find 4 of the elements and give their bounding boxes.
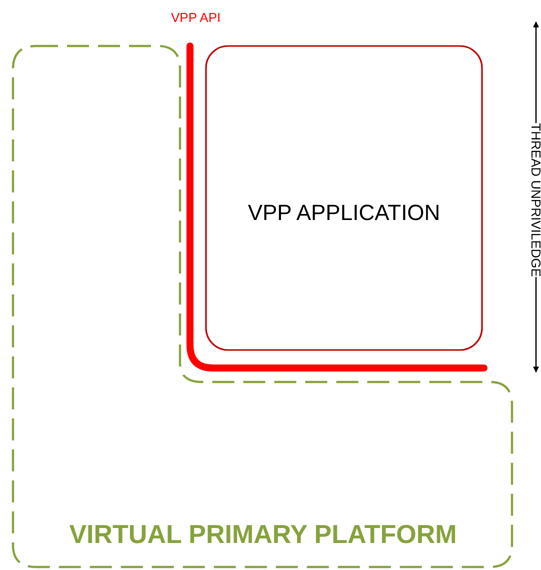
box-label: VPP APPLICATION <box>248 200 440 225</box>
region-title: VIRTUAL PRIMARY PLATFORM <box>69 519 457 549</box>
platform-region <box>12 45 514 568</box>
interface-label: VPP API <box>171 10 221 25</box>
